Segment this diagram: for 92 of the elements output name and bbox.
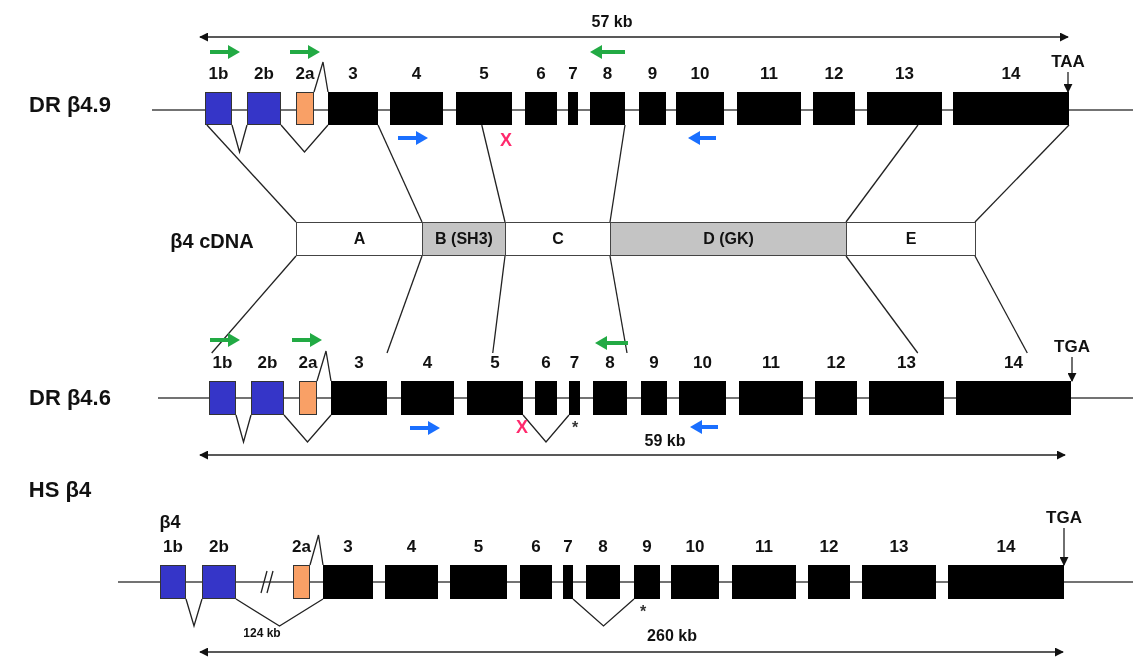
dimension-label: 124 kb [243,626,281,640]
exon-number: 2a [297,353,319,373]
exon-number: 7 [568,353,581,373]
splice-line [235,598,324,627]
mapping-line [609,255,628,354]
exon-number: 8 [604,353,616,373]
mapping-line [492,255,506,354]
dimension-label: 59 kb [644,432,686,450]
exon-number: 2a [294,64,316,84]
stop-codon-label: TGA [1050,337,1094,357]
asterisk-mark: * [639,603,647,621]
mapping-line [386,255,423,354]
splice-line [185,598,203,629]
exon-number: 3 [353,353,365,373]
exon-number: 11 [761,353,781,373]
mapping-line [609,124,626,223]
exon-number: 2b [253,64,275,84]
row-title: HS β4 [28,477,92,503]
dimension-label: 57 kb [591,13,633,31]
exon-number: 2a [291,537,312,557]
exon-number: 1b [207,64,230,84]
mapping-line [377,124,423,223]
exon-number: 13 [888,537,910,557]
exon-number: 9 [641,537,653,557]
mapping-line [481,124,506,223]
splice-line [316,350,332,382]
mapping-line [845,255,919,354]
exon-number: 11 [754,537,774,557]
exon-number: 13 [896,353,917,373]
exon-number: 4 [405,537,418,557]
exon-number: 5 [478,64,490,84]
exon-number: 9 [648,353,660,373]
exon-number: 14 [1003,353,1024,373]
exon-number: 14 [1000,64,1022,84]
splice-line [313,61,329,93]
exon-number: 13 [894,64,915,84]
splice-line [280,124,329,153]
exon-number: 5 [472,537,485,557]
asterisk-mark: * [571,419,579,437]
exon-number: 8 [601,64,614,84]
mapping-line [206,124,297,223]
row-title: DR β4.9 [29,92,111,118]
exon-number: 1b [162,537,184,557]
exon-number: 11 [759,64,779,84]
splice-line [283,414,332,443]
exon-number: 12 [818,537,840,557]
exon-number: 8 [597,537,609,557]
domain-segment: B (SH3) [422,222,506,256]
domain-segment: A [296,222,423,256]
domain-segment: E [846,222,976,256]
exon-number: 12 [825,353,847,373]
exon-number: 7 [562,537,574,557]
splice-line [309,534,324,566]
mapping-line [974,124,1070,223]
stop-codon-label: TAA [1046,52,1090,72]
exon-number: 6 [540,353,552,373]
exon-number: 2b [208,537,230,557]
exon-number: 12 [823,64,845,84]
exon-number: 2b [256,353,279,373]
mapping-line [211,255,297,354]
stop-arrow [1067,356,1077,382]
exon-number: 3 [342,537,354,557]
row-title: β4 cDNA [170,229,254,253]
exon-number: 10 [689,64,711,84]
exon-number: 4 [410,64,423,84]
exon-number: 5 [489,353,501,373]
exon-number: 9 [646,64,659,84]
stop-arrow [1059,527,1069,566]
exon-number: 7 [567,64,579,84]
dimension-label: 260 kb [647,627,697,645]
stop-arrow [1063,71,1073,93]
exon-number: 6 [535,64,547,84]
exon-number: 6 [530,537,542,557]
stop-codon-label: TGA [1042,508,1086,528]
mapping-line [974,255,1028,354]
row-title: DR β4.6 [29,385,111,411]
splice-line [522,414,570,443]
exon-number: 14 [995,537,1017,557]
splice-line [231,124,248,155]
domain-segment: C [505,222,611,256]
exon-number: 10 [692,353,713,373]
mapping-line [845,124,919,223]
mutation-mark: X [500,129,512,151]
splice-line [572,598,635,627]
exon-number: 3 [347,64,359,84]
mutation-mark: X [516,416,528,438]
splice-line [235,414,252,445]
exon-number: 4 [421,353,434,373]
exon-number: 1b [211,353,234,373]
gene-label: β4 [159,511,181,533]
exon-number: 10 [684,537,706,557]
domain-segment: D (GK) [610,222,847,256]
